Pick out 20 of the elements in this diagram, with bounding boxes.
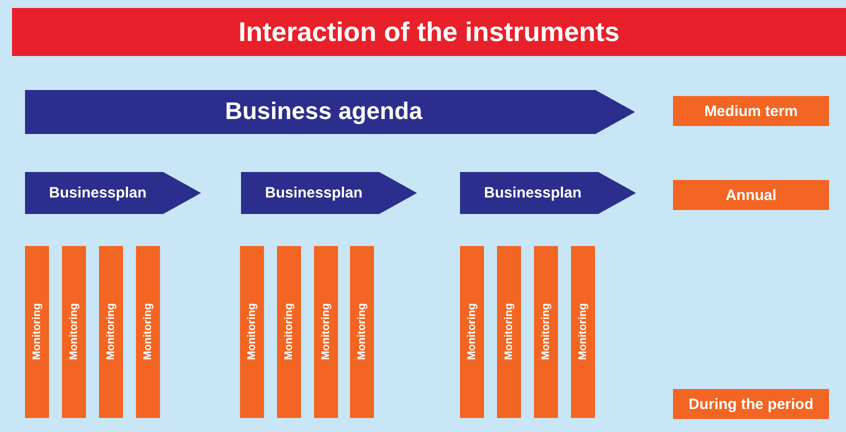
monitoring-bar: Monitoring	[99, 246, 123, 418]
monitoring-bar: Monitoring	[62, 246, 86, 418]
monitoring-bar: Monitoring	[240, 246, 264, 418]
monitoring-bar: Monitoring	[571, 246, 595, 418]
arrow-label: Businessplan	[484, 184, 582, 202]
arrow-label: Businessplan	[265, 184, 363, 202]
period-tag: During the period	[673, 389, 829, 419]
monitoring-bar: Monitoring	[314, 246, 338, 418]
monitoring-bar: Monitoring	[534, 246, 558, 418]
monitoring-bar: Monitoring	[497, 246, 521, 418]
monitoring-bar: Monitoring	[277, 246, 301, 418]
monitoring-bar: Monitoring	[25, 246, 49, 418]
period-tag: Medium term	[673, 96, 829, 126]
arrow-label: Business agenda	[225, 98, 422, 126]
monitoring-bar: Monitoring	[350, 246, 374, 418]
arrow-label: Businessplan	[49, 184, 147, 202]
period-tag: Annual	[673, 180, 829, 210]
monitoring-bar: Monitoring	[136, 246, 160, 418]
title-bar: Interaction of the instruments	[12, 8, 846, 56]
monitoring-bar: Monitoring	[460, 246, 484, 418]
